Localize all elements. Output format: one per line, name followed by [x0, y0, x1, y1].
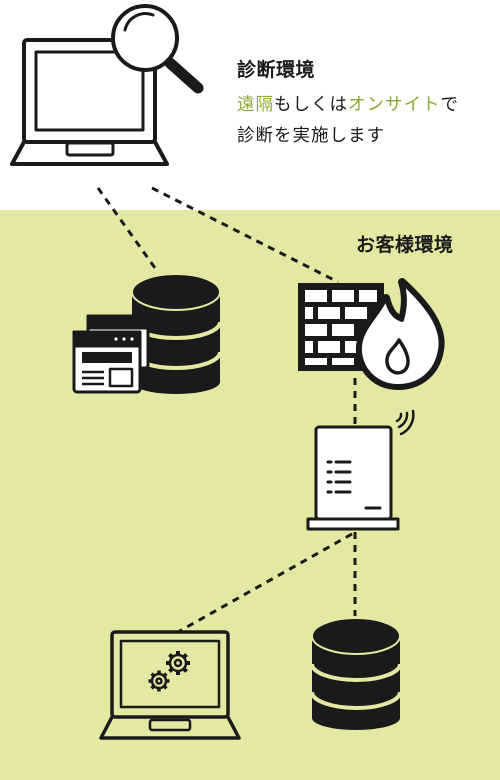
- connection-lines: [96, 186, 357, 634]
- gears-icon: [148, 651, 190, 692]
- line-laptop-to-firewall: [151, 186, 339, 284]
- web-application-icon: [72, 314, 150, 394]
- customer-pc-icon: [99, 630, 241, 740]
- diagnostic-description: 遠隔もしくはオンサイトで診断を実施します: [237, 90, 477, 152]
- customer-environment-label: お客様環境: [356, 234, 454, 256]
- wifi-signal-icon: [395, 409, 415, 436]
- fire-icon: [355, 278, 445, 390]
- diagnostic-environment-title: 診断環境: [237, 59, 316, 81]
- line-laptop-to-server: [96, 187, 157, 269]
- router-icon: [306, 425, 400, 531]
- desc-or: もしくは: [274, 95, 348, 115]
- line-router-to-pc: [177, 532, 353, 634]
- diagnostic-laptop-icon: [10, 38, 169, 166]
- desc-rest: で診断を実施します: [237, 95, 459, 146]
- magnifier-icon: [111, 4, 204, 94]
- database-icon: [310, 617, 402, 730]
- desc-remote: 遠隔: [237, 95, 274, 115]
- desc-onsite: オンサイト: [348, 95, 441, 115]
